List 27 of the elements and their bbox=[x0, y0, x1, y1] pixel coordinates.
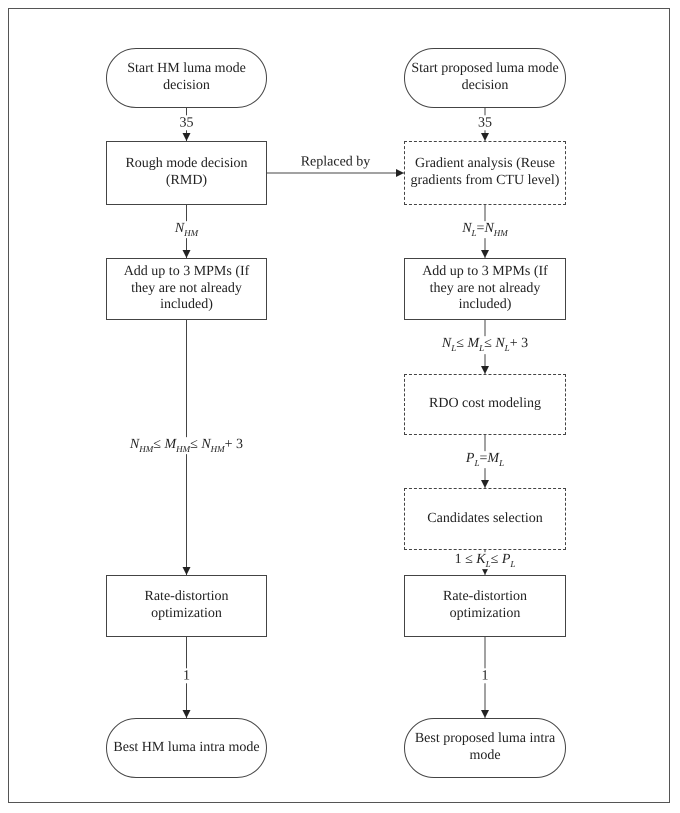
dashed-process-box: Gradient analysis (Reuse gradients from CTU level) bbox=[404, 141, 566, 205]
edge-label: N$_{HM}$≤ M$_{HM}$≤ N$_{HM}$+ 3 bbox=[128, 436, 246, 454]
terminal-box: Start HM luma mode decision bbox=[106, 48, 267, 108]
process-box: Rate-distortion optimization bbox=[404, 575, 566, 637]
arrow bbox=[182, 320, 190, 576]
dashed-process-box: Candidates selection bbox=[404, 488, 566, 550]
process-box: Rate-distortion optimization bbox=[106, 575, 267, 637]
dashed-process-box: RDO cost modeling bbox=[404, 374, 566, 435]
edge-label: 1 bbox=[181, 668, 192, 684]
edge-label: 35 bbox=[178, 114, 196, 130]
process-box: Add up to 3 MPMs (If they are not already included) bbox=[404, 258, 566, 320]
terminal-box: Best HM luma intra mode bbox=[106, 718, 267, 778]
process-box: Add up to 3 MPMs (If they are not already included) bbox=[106, 258, 267, 320]
edge-label: 1 bbox=[480, 668, 490, 684]
process-box: Rough mode decision (RMD) bbox=[106, 141, 267, 205]
terminal-box: Best proposed luma intra mode bbox=[404, 718, 566, 778]
edge-label: Replaced by bbox=[298, 154, 372, 170]
edge-label: N$_{L}$≤ M$_{L}$≤ N$_{L}$+ 3 bbox=[440, 336, 530, 354]
edge-label: 35 bbox=[476, 114, 494, 130]
edge-label: N$_{L}$=N$_{HM}$ bbox=[460, 220, 510, 238]
arrow bbox=[182, 108, 190, 142]
edge-label: P$_{L}$=M$_{L}$ bbox=[464, 450, 506, 468]
edge-label: 1 ≤ K$_{L}$≤ P$_{L}$ bbox=[452, 552, 518, 570]
arrow bbox=[481, 108, 489, 142]
edge-label: N$_{HM}$ bbox=[172, 220, 200, 238]
terminal-box: Start proposed luma mode decision bbox=[404, 48, 566, 108]
arrow bbox=[266, 169, 404, 177]
